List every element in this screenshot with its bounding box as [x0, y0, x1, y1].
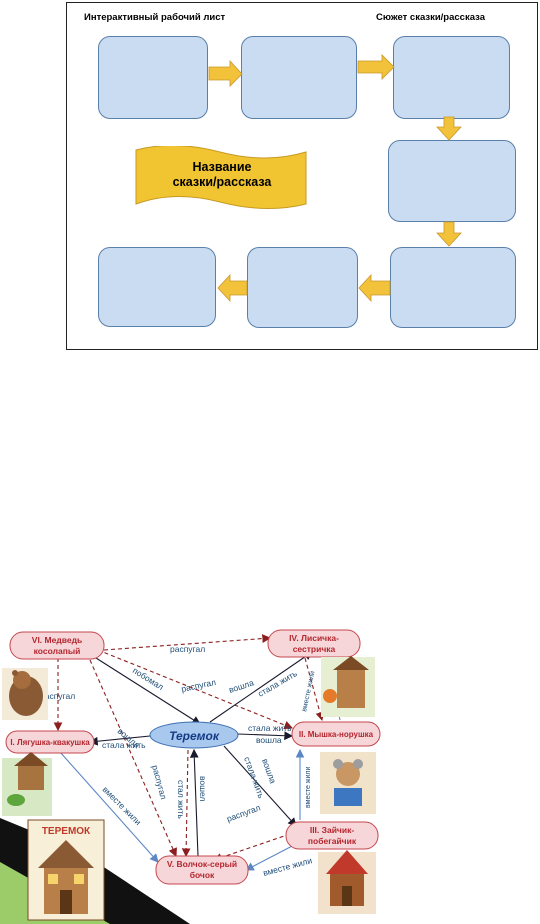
- worksheet-title: Интерактивный рабочий лист: [84, 12, 226, 23]
- label-vmeste-zhili-right: вместе жили: [305, 767, 312, 808]
- banner-label: Название сказки/рассказа: [172, 160, 272, 189]
- svg-text:косолапый: косолапый: [34, 646, 81, 656]
- edge-center-n3: [223, 745, 297, 827]
- flow-arrows: [208, 54, 462, 303]
- worksheet-subtitle: Сюжет сказки/рассказа: [376, 12, 485, 23]
- svg-text:Теремок: Теремок: [169, 729, 220, 743]
- edge-center-n5: [181, 749, 191, 858]
- plot-box-7[interactable]: [98, 247, 216, 327]
- node-myshka[interactable]: II. Мышка-норушка: [291, 721, 381, 747]
- arrow-right-1: [208, 59, 243, 87]
- edge-center-n1: [88, 735, 151, 746]
- label-stala-zhit-n1: стала жить: [102, 740, 146, 750]
- edge-n5-center: [189, 748, 199, 857]
- label-pobomal: побомал: [131, 665, 166, 692]
- label-razpugal-lower: распугал: [225, 802, 261, 823]
- node-lyagushka[interactable]: I. Лягушка-квакушка: [5, 730, 95, 754]
- edge-n1-n5: [59, 751, 159, 863]
- edge-center-n2: [237, 731, 294, 741]
- arrow-down-1: [436, 116, 462, 141]
- label-stal-zhit: стал жить: [176, 780, 186, 819]
- edge-n4-n2: [304, 657, 325, 722]
- svg-text:V. Волчок-серый: V. Волчок-серый: [167, 859, 237, 869]
- plot-box-1[interactable]: [98, 36, 208, 119]
- teremok-book-illustration: ТЕРЕМОК: [27, 819, 105, 921]
- label-razpugal-top: распугал: [170, 644, 205, 654]
- edge-n6-center: [95, 657, 201, 725]
- svg-text:IV. Лисичка-: IV. Лисичка-: [289, 633, 339, 643]
- label-vmeste-zhili-left: вместе жили: [101, 784, 144, 827]
- arrow-right-2: [357, 54, 395, 80]
- node-volchok[interactable]: V. Волчок-серый бочок: [155, 855, 249, 885]
- svg-text:сестричка: сестричка: [293, 644, 336, 654]
- label-stala-zhit-top: стала жить: [256, 668, 299, 699]
- svg-text:ТЕРЕМОК: ТЕРЕМОК: [42, 826, 91, 837]
- svg-text:VI. Медведь: VI. Медведь: [32, 635, 82, 645]
- plot-box-4[interactable]: [388, 140, 516, 222]
- svg-text:II. Мышка-норушка: II. Мышка-норушка: [299, 730, 374, 739]
- label-vmeste-zhili-top: вместе жили: [301, 670, 316, 712]
- node-medved[interactable]: VI. Медведь косолапый: [9, 631, 105, 660]
- frog-illustration: [2, 752, 52, 816]
- node-lisichka[interactable]: IV. Лисичка- сестричка: [267, 629, 361, 658]
- edge-n6-n5: [89, 659, 177, 858]
- label-voshla-mid: вошла: [256, 735, 282, 745]
- title-banner[interactable]: [134, 146, 309, 212]
- svg-text:III. Зайчик-: III. Зайчик-: [310, 825, 354, 835]
- label-razpugal-left: распугал: [40, 691, 75, 701]
- svg-text:побегайчик: побегайчик: [308, 836, 357, 846]
- arrow-left-2: [217, 273, 248, 303]
- mouse-illustration: [320, 752, 376, 814]
- hare-illustration: [318, 850, 376, 914]
- label-stala-zhit-n2: стала жить: [248, 723, 292, 733]
- edge-center-n4: [209, 651, 313, 723]
- label-voshel: вошел: [198, 776, 208, 801]
- label-vmeste-zhili-bottom: вместе жили: [262, 855, 313, 878]
- label-razpugal-center: распугал: [180, 677, 217, 694]
- edge-n3-n5-blue: [245, 843, 297, 871]
- node-center-teremok[interactable]: Теремок: [149, 721, 239, 749]
- arrow-left-1: [358, 273, 391, 303]
- plot-box-5[interactable]: [390, 247, 516, 328]
- bear-illustration: [2, 668, 48, 720]
- plot-box-2[interactable]: [241, 36, 357, 119]
- label-voshla-top: вошла: [228, 677, 256, 695]
- node-zaichik[interactable]: III. Зайчик- побегайчик: [285, 821, 379, 850]
- arrow-down-2: [436, 221, 462, 247]
- label-voshla-right: вошла: [260, 757, 278, 785]
- svg-text:I. Лягушка-квакушка: I. Лягушка-квакушка: [10, 738, 90, 747]
- label-razpugal-diag: распугал: [150, 764, 169, 801]
- fox-illustration: [321, 656, 375, 717]
- svg-text:бочок: бочок: [190, 870, 215, 880]
- plot-box-6[interactable]: [247, 247, 358, 328]
